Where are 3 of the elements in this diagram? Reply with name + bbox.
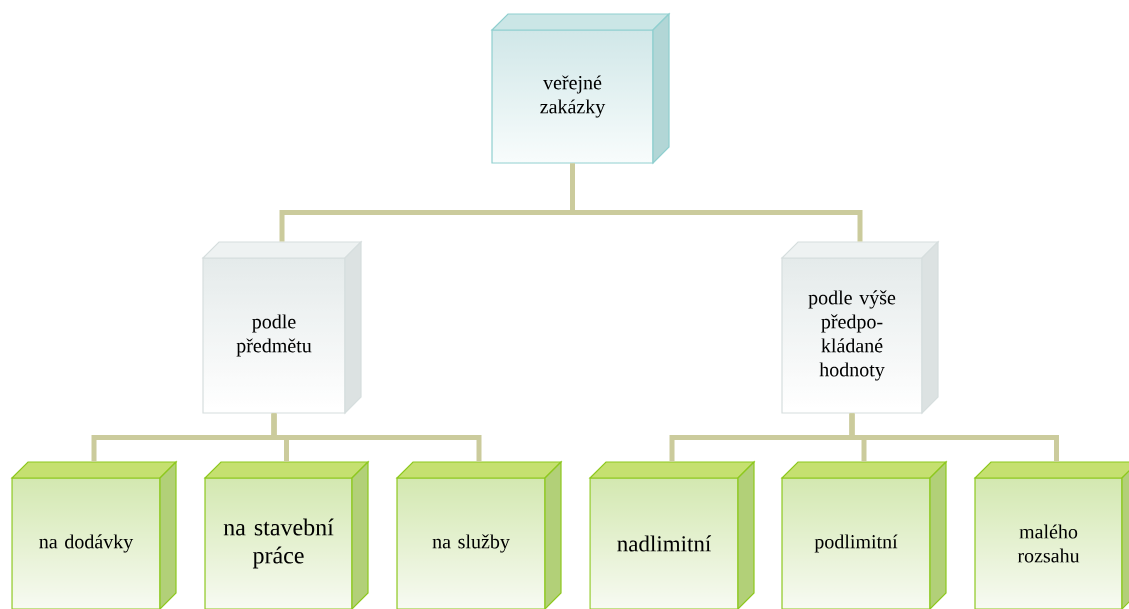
connector-line xyxy=(271,413,482,462)
connector-line xyxy=(570,163,863,242)
connector-line xyxy=(849,413,1059,462)
